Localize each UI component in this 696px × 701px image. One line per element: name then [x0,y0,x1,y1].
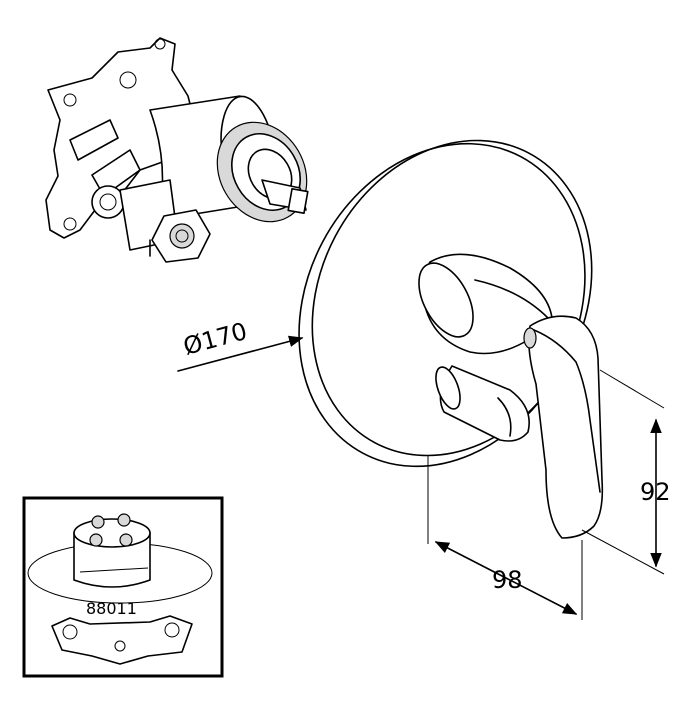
height-label: 92 [640,478,671,506]
depth-label: 98 [492,566,523,594]
depth-dimension: 98 [427,456,583,620]
product-code-label: 88011 [86,599,137,618]
height-dimension: 92 [581,369,671,575]
mixer-lever-illustration [418,253,604,539]
inset-panel: 88011 [22,496,224,678]
diameter-dimension: Ø170 [177,317,304,372]
valve-body-illustration [45,37,309,263]
